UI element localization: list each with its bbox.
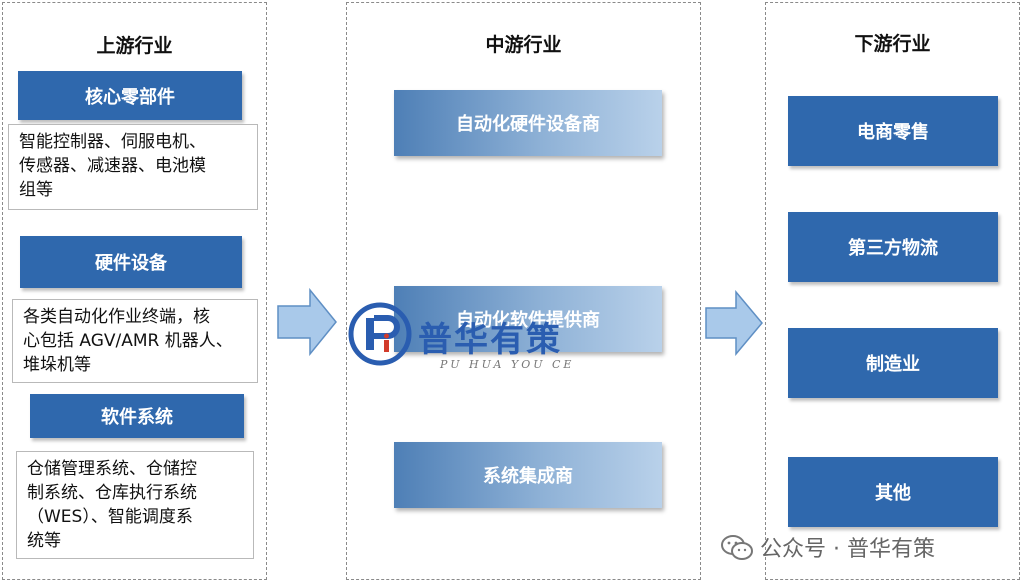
hardware-label: 硬件设备 — [95, 253, 167, 274]
hardware-vendor-label: 自动化硬件设备商 — [456, 114, 600, 135]
core-parts-box: 核心零部件 — [18, 71, 242, 120]
downstream-title: 下游行业 — [854, 33, 931, 55]
core-parts-desc-line: 智能控制器、伺服电机、 — [19, 132, 206, 152]
hardware-vendor-box: 自动化硬件设备商 — [394, 90, 662, 156]
manufacturing-label: 制造业 — [866, 354, 920, 375]
software-desc-line: （WES）、智能调度系 — [27, 507, 193, 527]
puhua-logo-icon — [348, 302, 412, 366]
hardware-box: 硬件设备 — [20, 236, 242, 288]
software-desc-line: 统等 — [27, 531, 61, 551]
watermark: 普华有策 PU HUA YOU CE — [348, 300, 578, 380]
logistics-box: 第三方物流 — [788, 212, 998, 282]
watermark-name: 普华有策 — [418, 320, 562, 360]
software-vendor-box: 自动化软件提供商 — [394, 286, 662, 352]
right-arrow-icon — [705, 290, 763, 356]
integrator-box: 系统集成商 — [394, 442, 662, 508]
logistics-label: 第三方物流 — [848, 238, 938, 259]
core-parts-desc-line: 传感器、减速器、电池模 — [19, 156, 206, 176]
software-desc-line: 仓储管理系统、仓储控 — [27, 459, 197, 479]
manufacturing-box: 制造业 — [788, 328, 998, 398]
watermark-sub: PU HUA YOU CE — [440, 358, 575, 371]
upstream-title: 上游行业 — [96, 35, 173, 57]
hardware-desc-line: 堆垛机等 — [23, 355, 91, 375]
software-vendor-label: 自动化软件提供商 — [456, 310, 600, 331]
hardware-desc: 各类自动化作业终端，核 心包括 AGV/AMR 机器人、 堆垛机等 — [12, 299, 258, 383]
footer: 公众号 · 普华有策 — [720, 531, 935, 563]
hardware-desc-line: 心包括 AGV/AMR 机器人、 — [23, 331, 233, 351]
software-desc-line: 制系统、仓库执行系统 — [27, 483, 197, 503]
ecommerce-label: 电商零售 — [857, 122, 929, 143]
wechat-icon — [721, 535, 753, 560]
core-parts-desc: 智能控制器、伺服电机、 传感器、减速器、电池模 组等 — [8, 124, 258, 210]
other-label: 其他 — [875, 483, 911, 504]
software-desc: 仓储管理系统、仓储控 制系统、仓库执行系统 （WES）、智能调度系 统等 — [16, 451, 254, 559]
midstream-title: 中游行业 — [485, 34, 562, 56]
integrator-label: 系统集成商 — [483, 466, 573, 487]
software-box: 软件系统 — [30, 394, 244, 438]
footer-text: 公众号 · 普华有策 — [760, 537, 935, 562]
ecommerce-box: 电商零售 — [788, 96, 998, 166]
other-box: 其他 — [788, 457, 998, 527]
software-label: 软件系统 — [101, 407, 173, 428]
right-arrow-icon — [277, 288, 337, 356]
hardware-desc-line: 各类自动化作业终端，核 — [23, 307, 210, 327]
core-parts-label: 核心零部件 — [85, 86, 175, 108]
core-parts-desc-line: 组等 — [19, 180, 53, 200]
